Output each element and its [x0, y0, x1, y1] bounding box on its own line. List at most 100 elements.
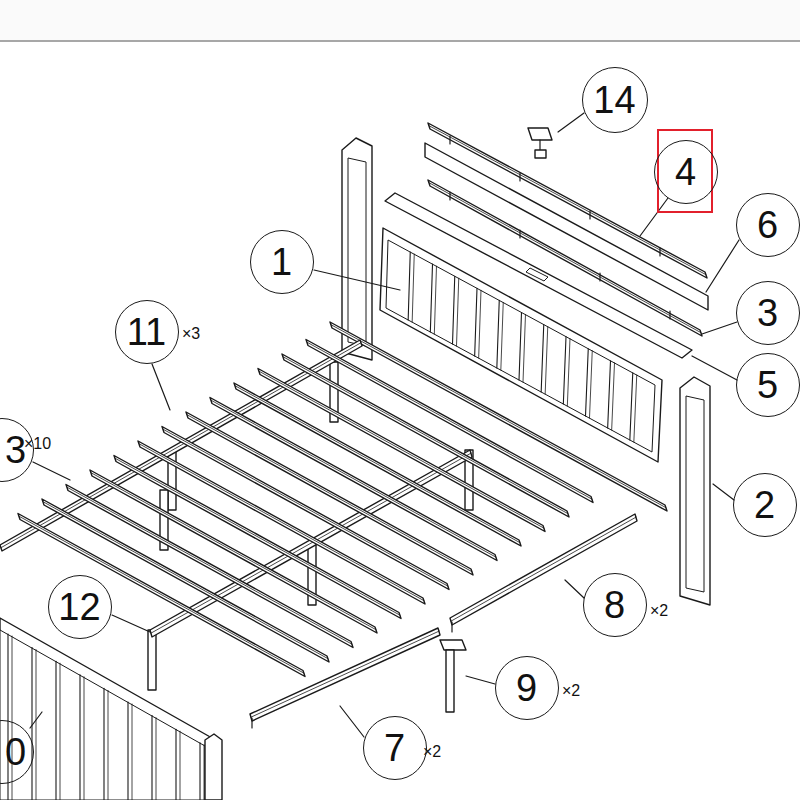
- callout-number: 0: [5, 733, 26, 771]
- board-cutout: [526, 268, 548, 281]
- headboard-slat: [567, 339, 570, 406]
- headboard-slat: [453, 276, 455, 344]
- headboard-slat: [545, 327, 548, 394]
- quantity-label: ×2: [423, 744, 441, 760]
- headboard-slat: [608, 361, 611, 428]
- headboard-slat: [475, 288, 477, 356]
- headboard-slat: [541, 325, 544, 392]
- headboard-slat: [519, 313, 522, 381]
- footboard-panel: [0, 618, 212, 800]
- footboard-post: [205, 734, 222, 800]
- footboard-slat: [151, 716, 152, 800]
- callout-circle: 2: [733, 473, 797, 537]
- leader-line: [640, 198, 668, 236]
- footboard-slat: [108, 690, 109, 800]
- headboard-slat: [590, 351, 593, 418]
- callout-number: 7: [384, 729, 405, 767]
- headboard-slat: [634, 375, 637, 442]
- footboard-slat: [127, 702, 128, 800]
- top-rail-edge: [429, 126, 706, 275]
- headboard-panel: [380, 228, 662, 462]
- headboard-slat: [479, 290, 481, 358]
- header-rule: [0, 40, 800, 42]
- headboard-slat: [408, 252, 410, 320]
- callout-number: 8: [604, 586, 625, 624]
- leader-line: [30, 712, 42, 728]
- callout-number: 12: [58, 588, 100, 626]
- callout-circle: 4: [654, 140, 718, 204]
- quantity-label: ×2: [562, 683, 580, 699]
- leader-line: [152, 364, 170, 410]
- callout-circle: 9: [495, 656, 559, 720]
- footboard-inner: [0, 630, 205, 800]
- callout-circle: 14: [582, 67, 648, 133]
- footboard-slat: [55, 661, 56, 800]
- callout-circle: 8: [583, 573, 647, 637]
- headboard-slat: [497, 300, 499, 368]
- callout-circle: 11: [115, 300, 179, 364]
- footboard-slat: [175, 729, 176, 800]
- headboard-slat: [457, 278, 459, 346]
- rail-tab: [589, 211, 590, 219]
- footboard-slat: [79, 675, 80, 800]
- bed-slat-edge: [43, 502, 328, 659]
- rail-tab: [659, 248, 660, 256]
- callout-number: 11: [127, 313, 166, 351]
- headboard-panel-inner: [386, 240, 655, 452]
- leader-line: [33, 462, 70, 480]
- footboard-slat: [156, 718, 157, 800]
- callout-number: 1: [271, 243, 292, 281]
- quantity-label: ×10: [24, 436, 51, 452]
- rail-tab: [449, 192, 450, 200]
- bracket-wire: [539, 140, 540, 150]
- support-leg: [148, 630, 156, 690]
- bracket: [528, 128, 552, 140]
- rail-end: [451, 622, 452, 632]
- footboard-slat: [132, 704, 133, 800]
- leader-line: [706, 240, 739, 292]
- callout-circle: 7: [363, 716, 427, 780]
- headboard-slat: [523, 315, 526, 383]
- quantity-label: ×2: [650, 603, 668, 619]
- rail-tab: [519, 173, 520, 181]
- side-rail: [250, 628, 440, 721]
- rail-end: [251, 718, 252, 728]
- footboard-slat: [36, 650, 37, 800]
- headboard-slat: [412, 254, 414, 322]
- headboard-slat: [563, 337, 566, 404]
- callout-number: 3: [757, 294, 778, 332]
- callout-circle: 3: [736, 281, 800, 345]
- bed-slat-edge: [19, 516, 304, 673]
- rail-tab: [449, 136, 450, 144]
- footboard-slat: [180, 731, 181, 800]
- left-post-inner: [348, 158, 366, 346]
- bed-slat: [42, 499, 329, 662]
- right-post-inner: [686, 396, 704, 592]
- headboard-slat: [430, 264, 432, 332]
- headboard-slat: [501, 302, 503, 370]
- leader-line: [702, 322, 737, 334]
- callout-number: 2: [754, 486, 775, 524]
- footboard-slat: [7, 634, 8, 800]
- right-post: [680, 377, 710, 605]
- headboard-slat: [612, 363, 615, 430]
- footboard-slat: [103, 688, 104, 800]
- quantity-label: ×3: [182, 326, 200, 342]
- callout-circle: 5: [736, 353, 800, 417]
- rail-tab: [519, 230, 520, 238]
- highlight-frame: [658, 130, 712, 212]
- header-band: [0, 0, 800, 40]
- callout-number: 9: [516, 669, 537, 707]
- leader-line: [466, 676, 495, 684]
- callout-number: 5: [757, 366, 778, 404]
- callout-circle: 6: [736, 193, 800, 257]
- left-post: [342, 138, 372, 360]
- callout-number: 3: [5, 431, 26, 469]
- top-rail: [428, 123, 707, 278]
- leader-line: [558, 113, 584, 132]
- leader-line: [713, 484, 734, 500]
- rail-tab: [599, 273, 600, 281]
- callout-number: 4: [675, 153, 696, 191]
